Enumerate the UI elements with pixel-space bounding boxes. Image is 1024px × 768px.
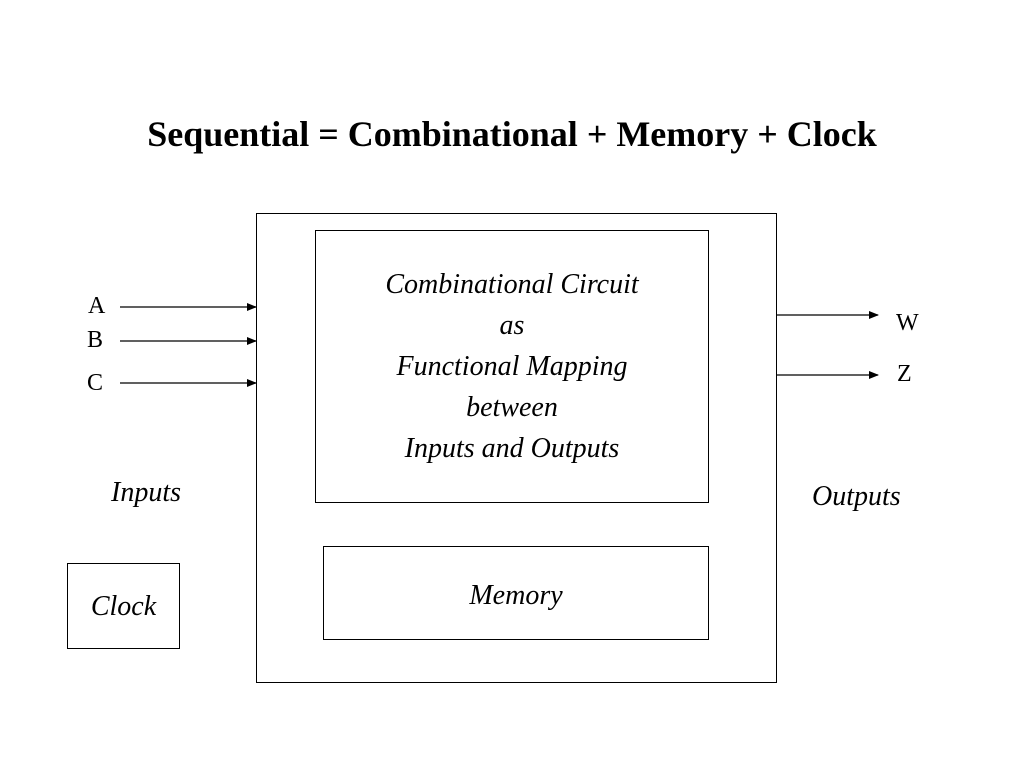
input-label-c: C (87, 370, 104, 396)
clock-box: Clock (67, 563, 180, 649)
output-label-w: W (896, 310, 919, 336)
memory-label: Memory (469, 580, 563, 611)
combinational-line: between (466, 392, 558, 423)
output-label-z: Z (897, 361, 912, 387)
inputs-caption: Inputs (111, 477, 181, 508)
outputs-caption: Outputs (812, 481, 901, 512)
combinational-line: as (499, 310, 525, 341)
diagram-title: Sequential = Combinational + Memory + Cl… (147, 114, 877, 154)
combinational-line: Inputs and Outputs (404, 433, 620, 464)
memory-box: Memory (323, 546, 709, 640)
input-label-a: A (88, 293, 106, 319)
combinational-line: Combinational Circuit (385, 269, 639, 300)
combinational-description: Combinational Circuit as Functional Mapp… (316, 264, 708, 469)
combinational-line: Functional Mapping (396, 351, 628, 382)
clock-label: Clock (90, 591, 157, 622)
input-label-b: B (87, 327, 104, 353)
combinational-circuit-box: Combinational Circuit as Functional Mapp… (315, 230, 709, 503)
